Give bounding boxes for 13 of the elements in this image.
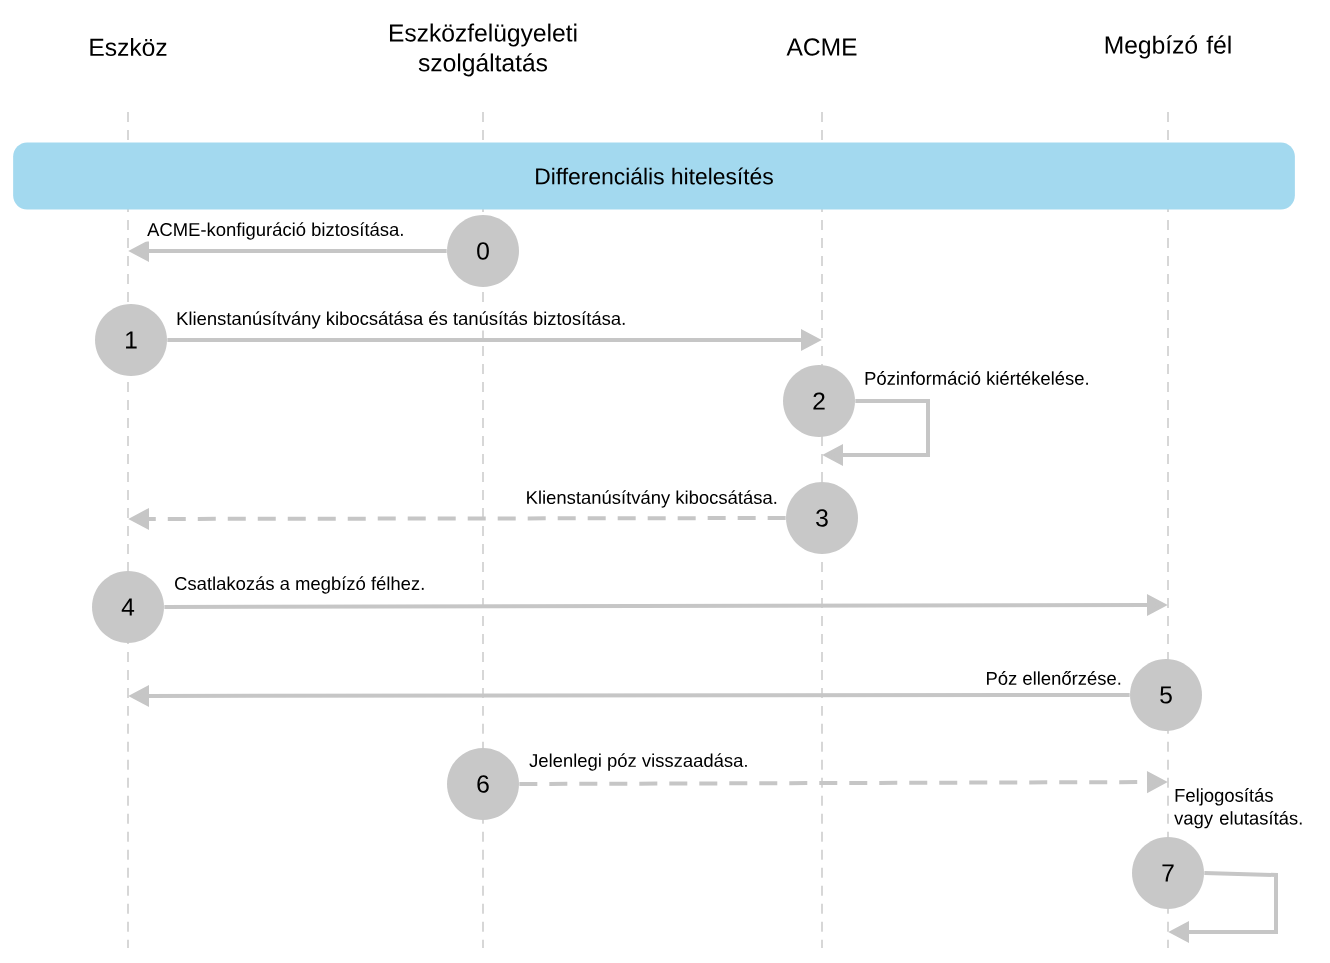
edge-label: Póz ellenőrzése.	[983, 669, 1124, 687]
edge-label: ACME-konfiguráció biztosítása.	[145, 220, 407, 242]
lane-header: Megbízó fél	[1105, 35, 1231, 59]
edge-label: Klienstanúsítvány kibocsátása és tanúsítás biztosítása.	[174, 309, 629, 331]
edge-label: Jelenlegi póz visszaadása.	[527, 751, 751, 773]
edge-label: Csatlakozás a megbízó félhez.	[172, 574, 428, 596]
edge-label: Pózinformáció kiértékelése.	[862, 369, 1092, 387]
lane-header: Eszközfelügyeleti szolgáltatás	[390, 23, 577, 77]
lane-header: ACME	[786, 38, 857, 56]
edge-label: Klienstanúsítvány kibocsátása.	[523, 488, 780, 510]
edge-label: Feljogosítás vagy elutasítás.	[1172, 786, 1311, 831]
lane-header: Eszköz	[90, 37, 167, 57]
phase-band: Differenciális hitelesítés	[13, 142, 1295, 210]
